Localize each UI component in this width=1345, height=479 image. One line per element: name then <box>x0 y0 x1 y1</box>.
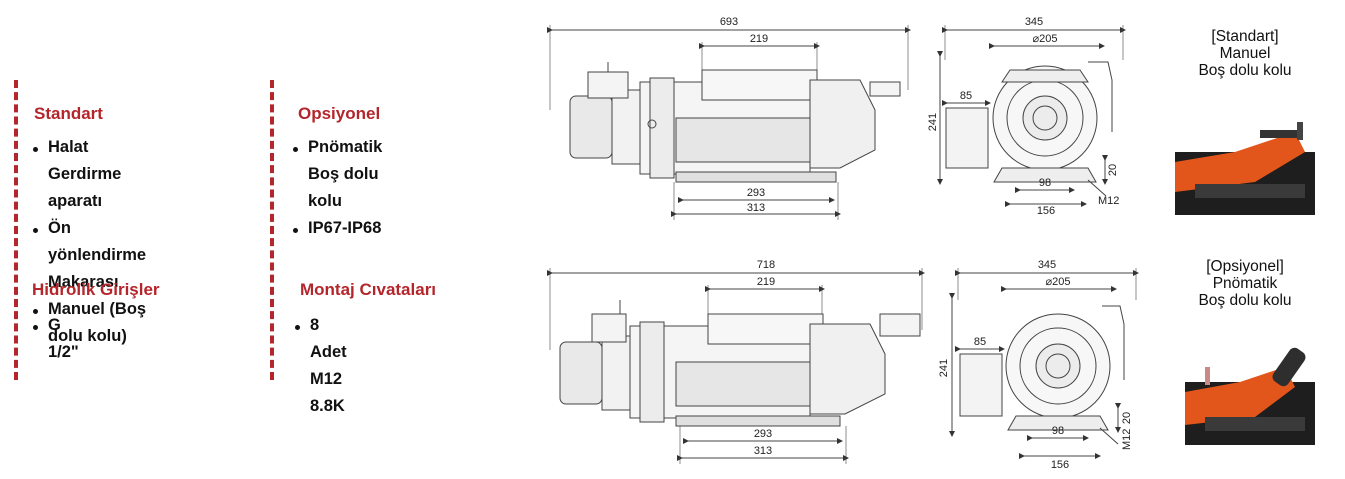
front-view-top <box>937 25 1126 207</box>
hidrolik-list: G 1/2" <box>32 312 79 366</box>
dim-width: 345 <box>1038 259 1056 271</box>
list-item: 8 Adet M12 8.8K <box>294 312 347 420</box>
dim-drum: 219 <box>750 33 768 45</box>
dim-overall: 693 <box>720 16 738 28</box>
dim-drum: 219 <box>757 276 775 288</box>
standard-caption: [Standart] Manuel Boş dolu kolu <box>1170 28 1320 79</box>
dim-box: 85 <box>960 90 972 102</box>
list-item: G 1/2" <box>32 312 79 366</box>
caption-line: [Standart] <box>1211 28 1279 45</box>
dim-base: 156 <box>1037 205 1055 217</box>
dim-base-outer: 313 <box>754 445 772 457</box>
dim-bolt: M12 <box>1121 429 1133 450</box>
caption-line: Manuel <box>1219 45 1271 62</box>
dim-width: 345 <box>1025 16 1043 28</box>
side-view-top <box>547 25 911 220</box>
dim-diameter: ⌀205 <box>1033 33 1058 45</box>
dim-overall: 718 <box>757 259 775 271</box>
hidrolik-title: Hidrolik Girişler <box>32 280 160 299</box>
standart-list: Halat Gerdirme aparatı Ön yönlendirme Ma… <box>32 134 146 350</box>
dim-diameter: ⌀205 <box>1046 276 1071 288</box>
opsiyonel-title: Opsiyonel <box>298 104 381 123</box>
caption-line: Pnömatik <box>1212 275 1278 292</box>
opsiyonel-list: Pnömatik Boş dolu kolu IP67-IP68 <box>292 134 382 242</box>
dim-bolt-spacing: 98 <box>1039 177 1051 189</box>
dim-foot: 20 <box>1107 164 1119 176</box>
side-view-bottom <box>547 268 925 464</box>
dim-bolt: M12 <box>1098 195 1119 207</box>
dim-height: 241 <box>938 359 950 377</box>
dim-base: 156 <box>1051 459 1069 471</box>
montaj-title: Montaj Cıvataları <box>300 280 437 299</box>
column-divider <box>270 80 274 380</box>
dim-base-inner: 293 <box>747 187 765 199</box>
list-item: IP67-IP68 <box>292 215 382 242</box>
optional-caption: [Opsiyonel] Pnömatik Boş dolu kolu <box>1170 258 1320 309</box>
caption-line: Boş dolu kolu <box>1198 62 1292 79</box>
dim-base-inner: 293 <box>754 428 772 440</box>
list-item: Pnömatik Boş dolu kolu <box>292 134 382 215</box>
column-divider <box>14 80 18 380</box>
caption-line: [Opsiyonel] <box>1206 258 1284 275</box>
front-view-bottom <box>949 268 1139 459</box>
dim-height: 241 <box>927 113 939 131</box>
manual-lever-photo <box>1175 112 1315 215</box>
dim-bolt-spacing: 98 <box>1052 425 1064 437</box>
caption-line: Boş dolu kolu <box>1198 292 1292 309</box>
technical-drawing: 693 219 293 313 345 ⌀205 85 241 20 98 15… <box>547 16 1139 471</box>
dim-foot: 20 <box>1121 412 1133 424</box>
list-item: Manuel (Boş dolu kolu) <box>32 296 146 350</box>
list-item: Ön yönlendirme <box>32 215 146 269</box>
list-item: Halat Gerdirme aparatı <box>32 134 146 215</box>
montaj-list: 8 Adet M12 8.8K <box>294 312 347 420</box>
dim-base-outer: 313 <box>747 202 765 214</box>
pneumatic-lever-photo <box>1185 337 1315 445</box>
list-item: Makarası <box>48 273 119 291</box>
standart-title: Standart <box>34 104 103 123</box>
dim-box: 85 <box>974 336 986 348</box>
